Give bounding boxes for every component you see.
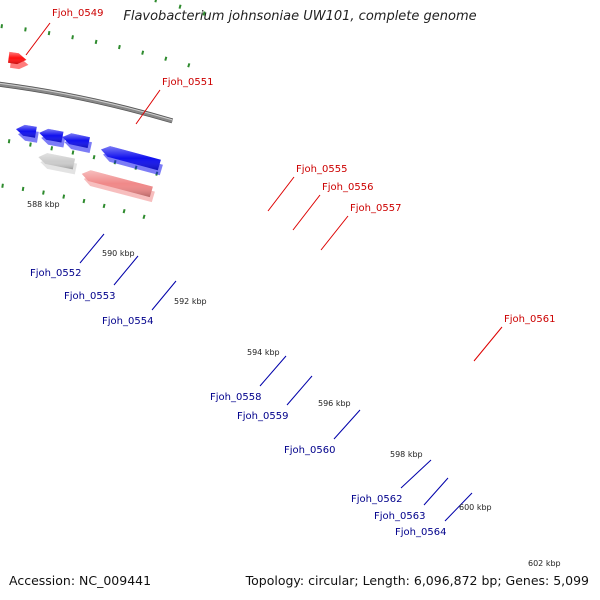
tick-mark	[178, 4, 182, 9]
gene-block-shading	[16, 124, 37, 138]
gene-label-fjoh-0554: Fjoh_0554	[102, 316, 153, 327]
gene-block-shading	[8, 51, 27, 65]
backbone-highlight	[0, 83, 173, 121]
tick-mark	[122, 208, 126, 214]
tick-mark	[118, 44, 121, 50]
gene-block-shading	[38, 153, 76, 170]
label-leader-line	[113, 255, 139, 286]
label-leader-line	[423, 477, 449, 506]
tick-mark	[21, 186, 25, 192]
gene-block	[39, 128, 66, 148]
tick-mark	[142, 214, 146, 220]
label-leader-line	[400, 459, 432, 489]
label-leader-line	[25, 22, 51, 56]
genome-summary-text: Topology: circular; Length: 6,096,872 bp…	[245, 573, 589, 588]
gene-features	[8, 51, 163, 203]
tick-mark	[62, 194, 66, 199]
scale-label: 598 kbp	[390, 450, 423, 459]
gene-label-fjoh-0560: Fjoh_0560	[284, 445, 335, 456]
gene-block	[62, 133, 92, 153]
backbone-line	[0, 82, 173, 123]
scale-label: 590 kbp	[102, 249, 135, 258]
gene-label-fjoh-0561: Fjoh_0561	[504, 314, 555, 325]
scale-label: 592 kbp	[174, 297, 207, 306]
gene-label-fjoh-0555: Fjoh_0555	[296, 164, 347, 175]
tick-mark	[1, 183, 4, 188]
gene-label-fjoh-0564: Fjoh_0564	[395, 527, 446, 538]
tick-mark	[71, 150, 75, 155]
tick-mark	[29, 142, 32, 147]
label-leader-line	[473, 326, 503, 362]
label-leader-line	[151, 280, 177, 311]
tick-marks	[0, 0, 206, 220]
tick-mark	[102, 203, 106, 209]
gene-block	[101, 146, 163, 176]
tick-mark	[154, 0, 157, 3]
label-leader-line	[286, 375, 313, 406]
tick-mark	[94, 39, 98, 45]
tick-mark	[50, 146, 54, 151]
gene-block	[8, 51, 29, 70]
tick-mark	[202, 11, 206, 16]
gene-label-fjoh-0563: Fjoh_0563	[374, 511, 425, 522]
scale-label: 588 kbp	[27, 200, 60, 209]
gene-label-fjoh-0562: Fjoh_0562	[351, 494, 402, 505]
gene-block-shading	[81, 170, 153, 198]
tick-mark	[71, 35, 74, 40]
tick-mark	[92, 155, 96, 160]
gene-label-fjoh-0549: Fjoh_0549	[52, 8, 103, 19]
accession-text: Accession: NC_009441	[9, 573, 152, 588]
gene-label-fjoh-0557: Fjoh_0557	[350, 203, 401, 214]
scale-label: 602 kbp	[528, 559, 561, 568]
tick-mark	[47, 30, 51, 36]
gene-block-shading	[62, 133, 90, 148]
gene-block-shading	[101, 146, 161, 171]
gene-block-shading	[39, 128, 64, 143]
label-leader-line	[267, 176, 295, 212]
tick-mark	[24, 27, 27, 32]
map-title: Flavobacterium johnsoniae UW101, complet…	[123, 9, 477, 24]
gene-labels: Fjoh_0549Fjoh_0551Fjoh_0555Fjoh_0556Fjoh…	[30, 8, 555, 538]
label-leaders	[25, 22, 503, 522]
label-leader-line	[135, 89, 161, 125]
gene-label-fjoh-0552: Fjoh_0552	[30, 268, 81, 279]
label-leader-line	[320, 215, 349, 251]
tick-mark	[82, 198, 86, 204]
scale-labels: 588 kbp 590 kbp 592 kbp 594 kbp 596 kbp 598 k…	[27, 200, 561, 568]
gene-block	[81, 170, 155, 203]
label-leader-line	[444, 492, 473, 522]
gene-label-fjoh-0559: Fjoh_0559	[237, 411, 288, 422]
gene-label-fjoh-0553: Fjoh_0553	[64, 291, 115, 302]
tick-mark	[7, 139, 11, 144]
gene-block	[16, 124, 39, 143]
tick-mark	[187, 63, 191, 68]
label-leader-line	[333, 409, 361, 440]
scale-label: 596 kbp	[318, 399, 351, 408]
label-leader-line	[259, 355, 287, 387]
gene-label-fjoh-0551: Fjoh_0551	[162, 77, 213, 88]
tick-mark	[42, 190, 45, 195]
gene-label-fjoh-0556: Fjoh_0556	[322, 182, 373, 193]
scale-label: 594 kbp	[247, 348, 280, 357]
tick-mark	[164, 56, 168, 61]
tick-mark	[141, 50, 145, 55]
gene-label-fjoh-0558: Fjoh_0558	[210, 392, 261, 403]
label-leader-line	[292, 194, 321, 231]
gene-block	[38, 153, 78, 175]
scale-label: 600 kbp	[459, 503, 492, 512]
label-leader-line	[79, 233, 105, 264]
genome-backbone	[0, 81, 174, 124]
